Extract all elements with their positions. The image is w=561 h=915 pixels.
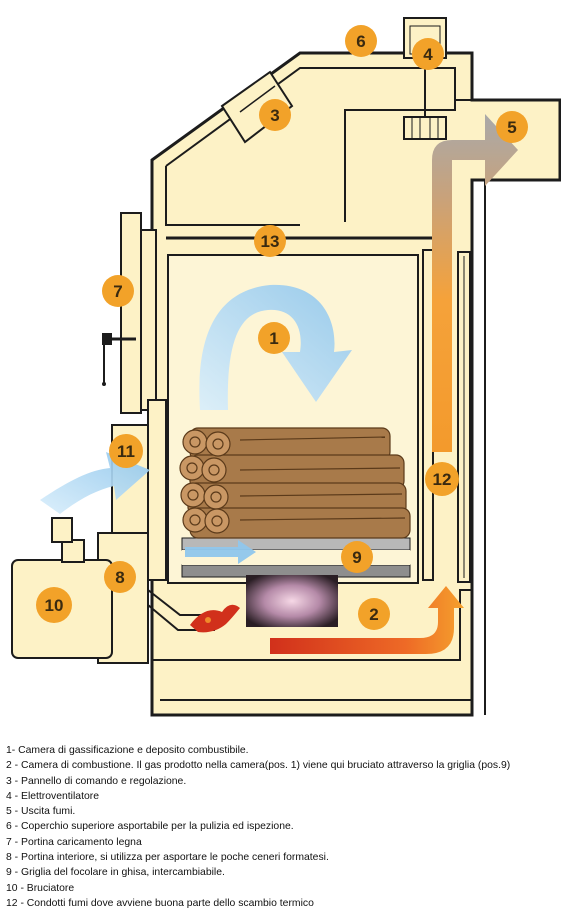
flue-riser-arrow [432,114,518,452]
legend-item: 8 - Portina interiore, si utilizza per a… [6,852,329,864]
air-flow-arrow [199,284,352,410]
badge-5: 5 [496,111,528,143]
badge-1-label: 1 [269,329,278,348]
legend-item: 9 - Griglia del focolare in ghisa, inter… [6,867,225,879]
badge-1: 1 [258,322,290,354]
badge-10: 10 [36,587,72,623]
legend-item: 7 - Portina caricamento legna [6,836,142,848]
badge-6: 6 [345,25,377,57]
badge-4: 4 [412,38,444,70]
badge-10-label: 10 [45,596,64,615]
badge-13: 13 [254,225,286,257]
badge-8: 8 [104,561,136,593]
grate [181,537,411,578]
legend-list: 1- Camera di gassificazione e deposito c… [6,743,558,911]
badge-6-label: 6 [356,32,365,51]
legend-item: 12 - Condotti fumi dove avviene buona pa… [6,897,314,909]
logs [179,427,411,539]
badge-7: 7 [102,275,134,307]
badge-7-label: 7 [113,282,122,301]
badge-9: 9 [341,541,373,573]
flame-arrow [270,586,464,654]
badge-12-label: 12 [433,470,452,489]
badge-13-label: 13 [261,232,280,251]
legend-item: 6 - Coperchio superiore asportabile per … [6,821,294,833]
badge-8-label: 8 [115,568,124,587]
badge-12: 12 [425,462,459,496]
legend-item: 1- Camera di gassificazione e deposito c… [6,745,249,756]
grate-air-arrow [185,540,256,564]
legend-item: 5 - Uscita fumi. [6,806,76,818]
badge-4-label: 4 [423,45,433,64]
legend-item: 2 - Camera di combustione. Il gas prodot… [6,760,511,772]
badge-2: 2 [358,598,390,630]
badge-2-label: 2 [369,605,378,624]
burner-flame [190,604,240,633]
badge-3-label: 3 [270,106,279,125]
badge-9-label: 9 [352,548,361,567]
legend-item: 10 - Bruciatore [6,882,75,894]
badge-11: 11 [109,434,143,468]
badge-11-label: 11 [117,442,135,461]
legend-item: 4 - Elettroventilatore [6,790,99,802]
badge-3: 3 [259,99,291,131]
boiler-diagram: 1 2 3 4 5 6 7 8 9 10 11 12 [11,17,561,717]
flame-glow [246,575,338,627]
badge-5-label: 5 [507,118,516,137]
legend-item: 3 - Pannello di comando e regolazione. [6,775,187,787]
